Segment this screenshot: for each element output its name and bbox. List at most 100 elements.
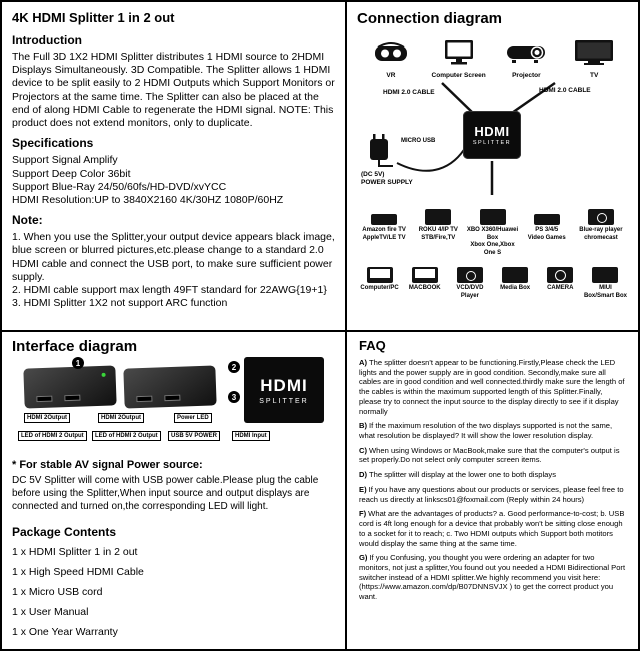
display-label: Computer Screen [431,72,486,79]
hdmi-port [136,395,153,403]
source-label: Blue-ray player chromecast [579,227,623,241]
monitor-icon [440,39,478,71]
faq-item-text: The splitter will display at the lower o… [369,470,557,480]
bluray-player-icon [587,209,614,225]
interface-diagram-section: Interface diagram HDMI SPLITTER 1 2 3 HD… [2,332,347,649]
connection-diagram-section: Connection diagram VR Computer Screen Pr… [347,2,638,332]
faq-item-text: If you Confusing, you thought you were o… [359,553,626,602]
faq-item-label: B) [359,421,368,431]
source-label: Amazon fire TV AppleTV/LE TV [362,227,406,241]
faq-heading: FAQ [359,338,386,353]
display-device-tv: TV [560,39,628,79]
power-adapter-icon [365,133,395,174]
port-tag: HDMI 2Output [98,413,144,423]
faq-item: A)The splitter doesn't appear to be func… [359,358,626,416]
faq-item-text: If the maximum resolution of the two dis… [359,421,613,441]
display-devices-row: VR Computer Screen Projector TV [357,39,628,79]
source-device: ROKU 4/IP TV STB/Fire,TV [411,209,465,257]
hdmi-cable-label-left: HDMI 2.0 CABLE [383,89,435,96]
fire-tv-icon [371,214,398,225]
spec-item: HDMI Resolution:UP to 3840X2160 4K/30HZ … [12,193,284,206]
source-label: Computer/PC [360,285,399,291]
spec-item: Support Signal Amplify [12,154,118,167]
faq-item: B)If the maximum resolution of the two d… [359,421,626,440]
callout-1: 1 [72,357,84,369]
port-tag: LED of HDMI 2 Output [18,431,87,441]
source-devices-row-2: Computer/PC MACBOOK VCD/DVD Player Media… [357,267,628,300]
source-label: XBO X360/Huawei Box Xbox One,Xbox One S [466,227,519,256]
tv-icon [574,39,614,71]
package-contents-heading: Package Contents [12,525,117,539]
playstation-icon [533,214,560,225]
faq-item: F)What are the advantages of products? a… [359,509,626,548]
faq-item-label: A) [359,358,368,367]
display-label: TV [589,72,599,79]
faq-item-label: E) [359,484,367,494]
computer-pc-icon [366,267,393,283]
faq-section: FAQ A)The splitter doesn't appear to be … [347,332,638,649]
faq-item-label: D) [359,470,368,480]
package-item: 1 x User Manual [12,605,89,618]
hdmi-port [164,394,181,402]
display-label: Projector [512,72,541,79]
port-tag: LED of HDMI 2 Output [92,431,161,441]
hdmi-logo-text: HDMI [260,375,308,395]
projector-icon [506,39,546,71]
source-device: Blue-ray player chromecast [574,209,628,257]
faq-item: D)The splitter will display at the lower… [359,470,626,480]
source-device: MIUI Box/Smart Box [583,267,628,300]
faq-item-text: When using Windows or MacBook,make sure … [359,445,620,465]
faq-item-text: If you have any questions about our prod… [359,484,624,504]
splitter-box: HDMI SPLITTER [463,111,521,159]
dvd-player-icon [456,267,483,283]
spec-item: Support Blue-Ray 24/50/60fs/HD-DVD/xvYCC [12,180,227,193]
display-device-vr: VR [357,39,425,79]
media-box-icon [502,267,529,283]
callout-2: 2 [228,361,240,373]
display-device-projector: Projector [493,39,561,79]
port-tag: USB 5V POWER [168,431,221,441]
source-device: Media Box [493,267,538,300]
introduction-heading: Introduction [12,33,82,47]
source-device: Computer/PC [357,267,402,300]
product-title: 4K HDMI Splitter 1 in 2 out [12,10,175,25]
specifications-heading: Specifications [12,136,94,151]
macbook-icon [411,267,438,283]
faq-item: C)When using Windows or MacBook,make sur… [359,446,626,465]
hdmi-port [36,395,53,403]
package-item: 1 x HDMI Splitter 1 in 2 out [12,546,138,558]
package-item: 1 x One Year Warranty [12,625,118,638]
smart-box-icon [592,267,619,283]
display-device-computer-screen: Computer Screen [425,39,493,79]
camera-icon [547,267,574,283]
note-item: 3. HDMI Splitter 1X2 not support ARC fun… [12,297,228,310]
source-device: MACBOOK [402,267,447,300]
source-label: VCD/DVD Player [456,285,484,299]
note-item: 1. When you use the Splitter,your output… [12,231,335,283]
introduction-text: The Full 3D 1X2 HDMI Splitter distribute… [12,51,335,130]
interface-heading: Interface diagram [12,338,138,355]
note-heading: Note: [12,213,43,228]
interface-diagram: HDMI SPLITTER 1 2 3 HDMI 2Output HDMI 2O… [12,357,335,451]
power-note-text: DC 5V Splitter will come with USB power … [12,475,319,512]
faq-item-label: F) [359,509,367,519]
faq-item-label: G) [359,553,368,563]
micro-usb-label: MICRO USB [401,138,436,144]
power-note-heading: * For stable AV signal Power source: [12,459,203,471]
note-item: 2. HDMI cable support max length 49FT st… [12,284,327,297]
hdmi-cable-label-right: HDMI 2.0 CABLE [539,87,591,94]
callout-3: 3 [228,391,240,403]
faq-item-label: C) [359,445,368,455]
source-device: PS 3/4/5 Video Games [520,209,574,257]
splitter-word: SPLITTER [259,397,309,405]
power-led [101,372,106,377]
package-item: 1 x Micro USB cord [12,585,103,598]
source-device: CAMERA [538,267,583,300]
overview-section: 4K HDMI Splitter 1 in 2 out Introduction… [2,2,347,332]
power-supply-label: (DC 5V) POWER SUPPLY [361,171,413,187]
connection-heading: Connection diagram [357,10,503,27]
faq-item: G)If you Confusing, you thought you were… [359,553,626,602]
faq-item: E)If you have any questions about our pr… [359,485,626,504]
source-label: Media Box [500,285,531,291]
source-label: MIUI Box/Smart Box [583,285,627,299]
